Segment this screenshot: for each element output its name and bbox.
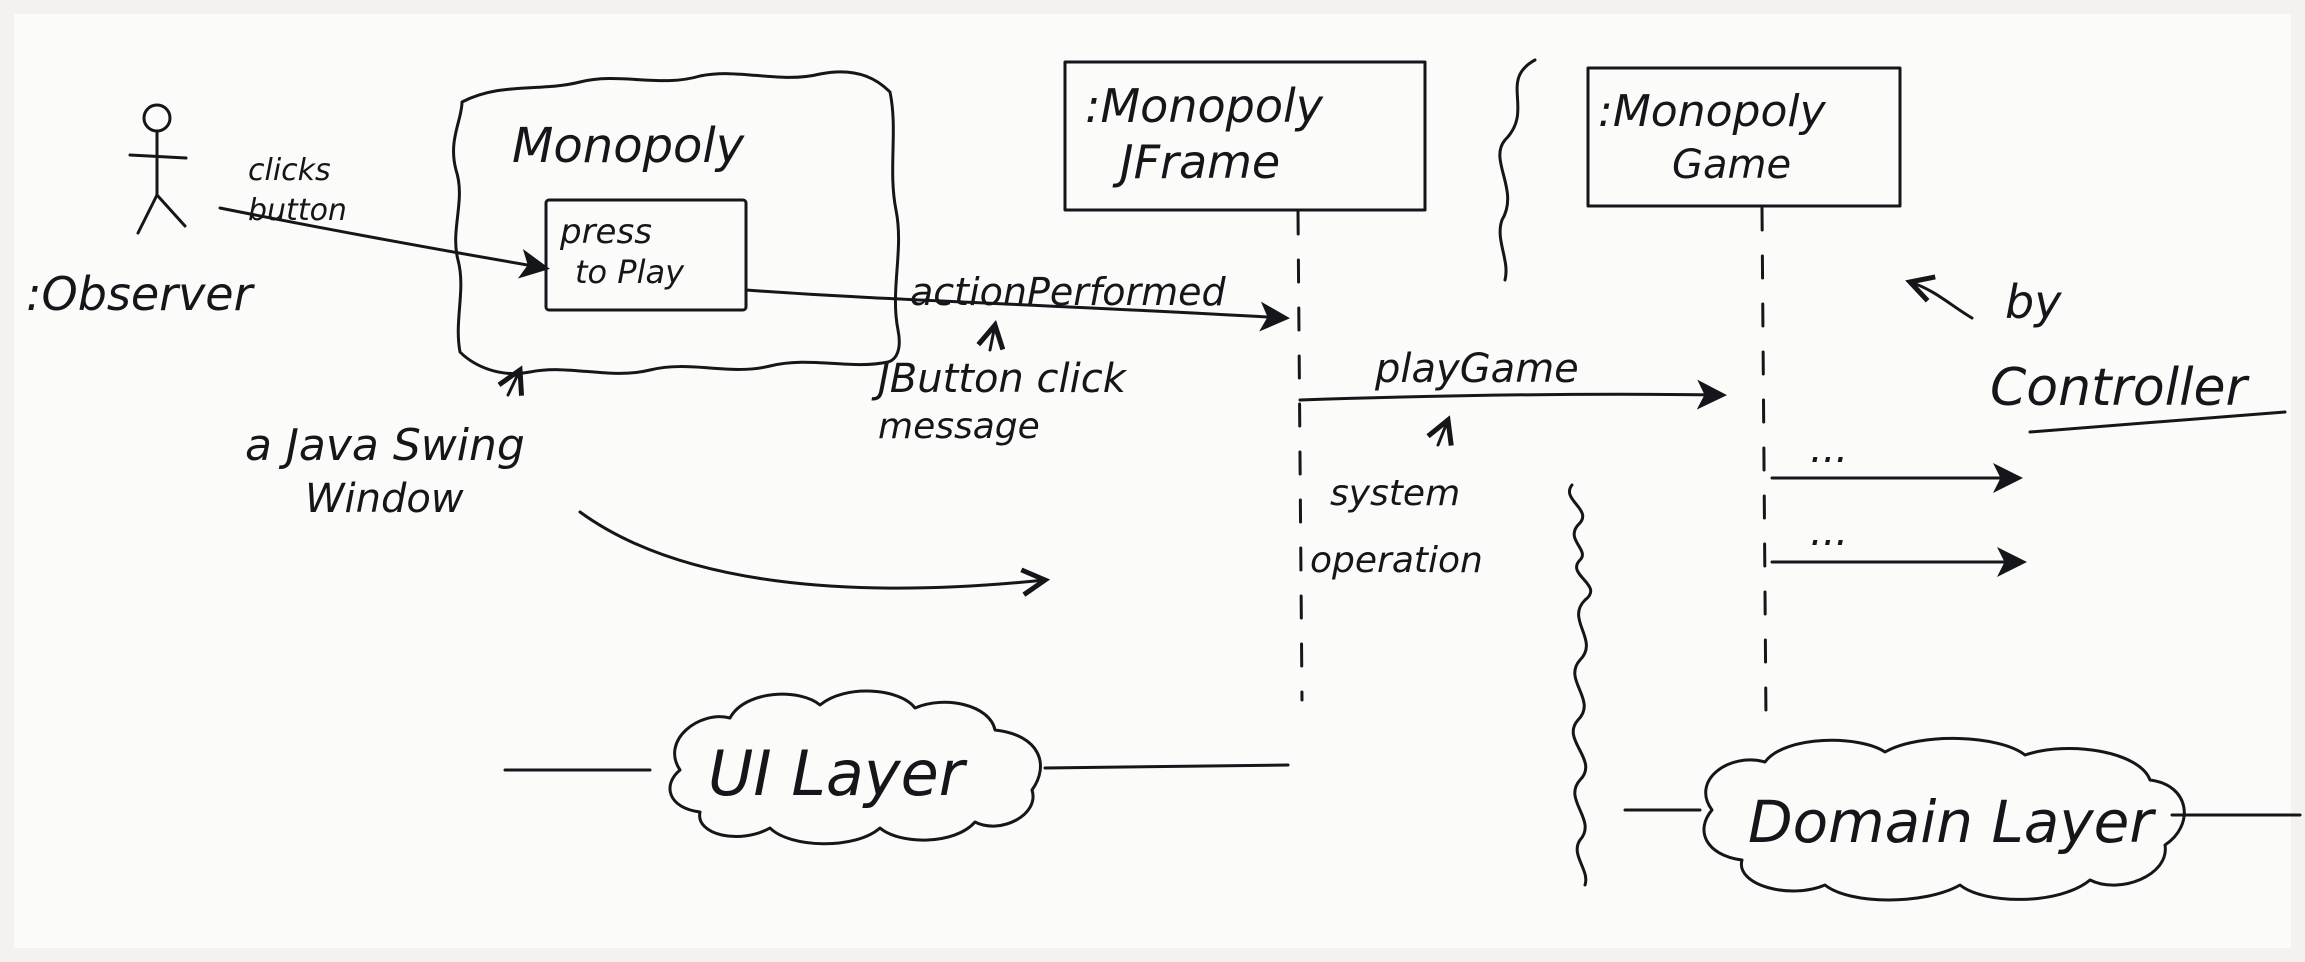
by-label: by <box>2005 275 2062 329</box>
click-arrow <box>218 206 550 279</box>
ui-layer-line-right <box>1043 763 1290 770</box>
play-game-arrow <box>1298 379 1727 410</box>
java-swing-label-line2: Window <box>305 476 464 522</box>
press-to-play-button[interactable] <box>544 198 748 312</box>
action-performed-label: actionPerformed <box>910 270 1227 314</box>
jbutton-click-label-line1: JButton click <box>871 356 1128 402</box>
paper-sheet <box>14 14 2291 948</box>
system-label: system <box>1330 473 1460 514</box>
controller-pointer-icon <box>1910 282 1974 320</box>
java-swing-label-line1: a Java Swing <box>245 420 525 471</box>
ui-layer-cloud <box>668 689 1042 846</box>
jframe-label-line1: :Monopoly <box>1085 79 1324 133</box>
observer-label: :Observer <box>26 267 256 321</box>
game-lifeline-box <box>1586 66 1902 208</box>
domain-layer-label: Domain Layer <box>1748 788 2156 856</box>
game-label-line2: Game <box>1672 142 1791 188</box>
domain-layer-cloud <box>1702 736 2186 902</box>
play-game-label: playGame <box>1374 346 1579 392</box>
jframe-lifeline <box>1296 210 1304 702</box>
java-swing-curve-arrow <box>578 510 1045 588</box>
layer-divider-top-brace <box>1498 58 1537 282</box>
operation-label: operation <box>1310 540 1483 581</box>
game-message-ellipsis-2: ... <box>1810 509 1848 555</box>
jframe-lifeline-box <box>1063 60 1427 212</box>
clicks-label: clicks <box>248 153 331 188</box>
press-to-play-label-line2: to Play <box>575 253 685 291</box>
jframe-label-line2: JFrame <box>1112 135 1280 189</box>
swing-window-pointer-icon <box>508 370 520 397</box>
controller-underline <box>2028 410 2287 434</box>
action-performed-arrow <box>744 288 1290 332</box>
game-lifeline <box>1760 206 1768 722</box>
monopoly-window-frame <box>452 70 901 376</box>
press-to-play-label-line1: press <box>559 212 652 252</box>
window-title: Monopoly <box>512 118 745 174</box>
system-operation-brace <box>1568 483 1593 887</box>
ui-layer-label: UI Layer <box>708 737 968 810</box>
controller-label: Controller <box>1990 358 2251 418</box>
game-label-line1: :Monopoly <box>1598 86 1827 137</box>
system-operation-pointer-icon <box>1438 420 1448 447</box>
jbutton-pointer-icon <box>990 325 995 352</box>
jbutton-click-label-line2: message <box>878 406 1040 447</box>
observer-actor-icon <box>128 103 188 235</box>
game-message-ellipsis-1: ... <box>1810 426 1848 472</box>
